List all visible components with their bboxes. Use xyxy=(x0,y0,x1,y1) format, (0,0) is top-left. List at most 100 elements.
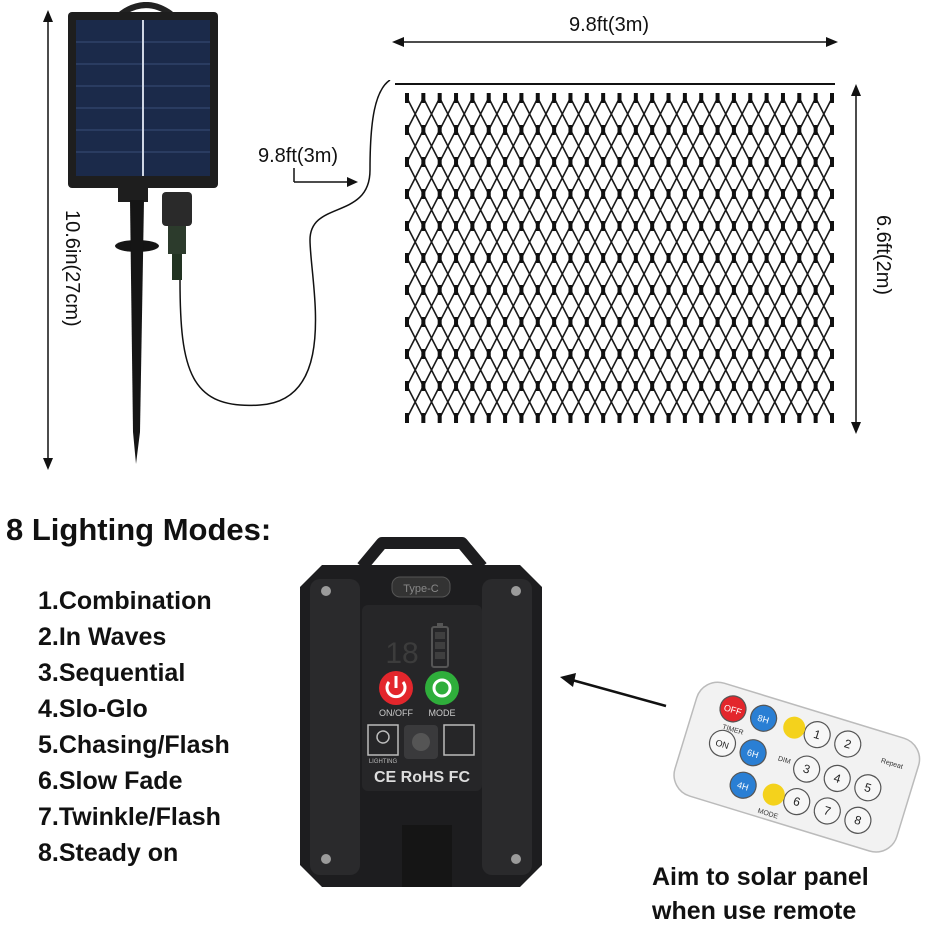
led-bulb xyxy=(470,413,475,423)
remote-button-3[interactable] xyxy=(790,753,822,785)
led-bulb xyxy=(780,189,785,199)
led-bulb xyxy=(503,253,508,263)
led-bulb xyxy=(731,125,736,135)
brightness-icon[interactable] xyxy=(760,781,787,808)
led-bulb xyxy=(780,221,785,231)
led-bulb xyxy=(535,349,540,359)
led-bulb xyxy=(503,125,508,135)
led-bulb xyxy=(503,189,508,199)
led-bulb xyxy=(699,349,704,359)
net-light xyxy=(395,83,835,423)
power-button[interactable] xyxy=(379,671,413,705)
remote-button-label: 3 xyxy=(801,761,812,776)
led-bulb xyxy=(405,317,409,327)
led-bulb xyxy=(617,317,622,327)
led-bulb xyxy=(535,253,540,263)
remote-button-label: 8 xyxy=(853,813,864,828)
led-bulb xyxy=(617,157,622,167)
led-bulb xyxy=(437,317,442,327)
mode-button[interactable] xyxy=(425,671,459,705)
led-bulb xyxy=(780,413,785,423)
led-bulb xyxy=(437,189,442,199)
led-bulb xyxy=(731,157,736,167)
led-bulb xyxy=(780,253,785,263)
led-bulb xyxy=(780,93,785,103)
led-bulb xyxy=(764,157,769,167)
led-bulb xyxy=(830,253,834,263)
led-bulb xyxy=(797,317,802,327)
led-bulb xyxy=(519,381,524,391)
led-bulb xyxy=(568,157,573,167)
led-bulb xyxy=(830,221,834,231)
cert-text: CE RoHS FC xyxy=(374,769,470,786)
led-bulb xyxy=(797,189,802,199)
led-bulb xyxy=(748,317,753,327)
led-bulb xyxy=(552,125,557,135)
led-bulb xyxy=(503,349,508,359)
led-bulb xyxy=(764,317,769,327)
remote-button-8[interactable] xyxy=(842,804,874,836)
remote-button-6h[interactable] xyxy=(737,736,769,768)
led-bulb xyxy=(617,221,622,231)
led-bulb xyxy=(519,189,524,199)
led-bulb xyxy=(780,381,785,391)
led-bulb xyxy=(535,125,540,135)
remote-button-4[interactable] xyxy=(821,762,853,794)
led-bulb xyxy=(437,93,442,103)
led-bulb xyxy=(731,317,736,327)
led-bulb xyxy=(813,349,818,359)
stake-height-label: 10.6in(27cm) xyxy=(61,210,83,327)
led-bulb xyxy=(682,381,687,391)
remote-button-on[interactable] xyxy=(706,727,738,759)
led-bulb xyxy=(486,93,491,103)
remote-button-off[interactable] xyxy=(717,693,749,725)
remote-note-line2: when use remote xyxy=(652,897,857,925)
remote-button-label: 6H xyxy=(746,747,760,760)
led-bulb xyxy=(650,317,655,327)
led-bulb xyxy=(715,381,720,391)
led-bulb xyxy=(813,125,818,135)
led-bulb xyxy=(470,317,475,327)
led-bulb xyxy=(486,189,491,199)
remote-button-4h[interactable] xyxy=(727,769,759,801)
led-bulb xyxy=(764,125,769,135)
led-bulb xyxy=(601,93,606,103)
remote-button-2[interactable] xyxy=(832,728,864,760)
led-bulb xyxy=(617,93,622,103)
mode-item: 7.Twinkle/Flash xyxy=(38,803,221,831)
led-bulb xyxy=(666,317,671,327)
remote-button-label: 1 xyxy=(812,727,823,742)
remote-button-7[interactable] xyxy=(811,795,843,827)
remote-button-label: 2 xyxy=(843,736,854,751)
remote-button-6[interactable] xyxy=(780,785,812,817)
led-bulb xyxy=(813,221,818,231)
display-digits: 18 xyxy=(385,637,418,670)
led-bulb xyxy=(682,253,687,263)
lighting-label: LIGHTING xyxy=(369,759,398,765)
led-bulb xyxy=(617,189,622,199)
brightness-icon[interactable] xyxy=(780,714,807,741)
led-bulb xyxy=(601,125,606,135)
led-bulb xyxy=(486,381,491,391)
led-bulb xyxy=(682,221,687,231)
led-bulb xyxy=(650,125,655,135)
solar-panel xyxy=(68,2,218,464)
led-bulb xyxy=(568,253,573,263)
led-bulb xyxy=(470,189,475,199)
led-bulb xyxy=(633,253,638,263)
led-bulb xyxy=(764,93,769,103)
battery-icon xyxy=(431,623,449,668)
remote-button-5[interactable] xyxy=(852,772,884,804)
led-bulb xyxy=(715,221,720,231)
led-bulb xyxy=(503,157,508,167)
led-bulb xyxy=(584,253,589,263)
led-bulb xyxy=(552,349,557,359)
led-bulb xyxy=(486,253,491,263)
led-bulb xyxy=(535,157,540,167)
led-bulb xyxy=(650,381,655,391)
led-bulb xyxy=(666,253,671,263)
led-bulb xyxy=(454,125,459,135)
remote-button-8h[interactable] xyxy=(747,702,779,734)
led-bulb xyxy=(666,221,671,231)
